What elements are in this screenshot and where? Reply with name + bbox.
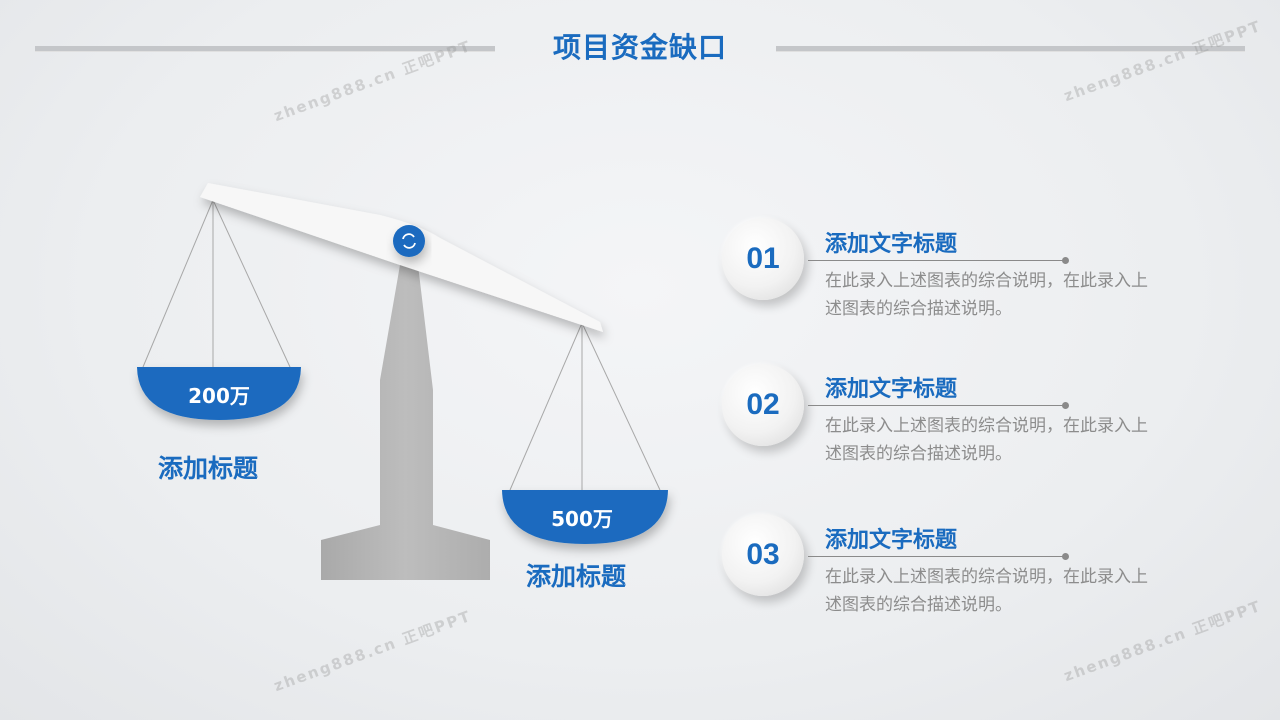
right-pan-label: 添加标题 <box>526 562 627 591</box>
left-pan-value: 200万 <box>188 384 250 408</box>
item-title: 添加文字标题 <box>825 232 958 257</box>
left-pan <box>137 367 301 420</box>
number-badge: 01 <box>722 218 804 300</box>
item-desc: 在此录入上述图表的综合说明，在此录入上述图表的综合描述说明。 <box>825 416 1148 464</box>
title-rule-right <box>776 46 1245 52</box>
item-title: 添加文字标题 <box>825 377 958 402</box>
refresh-icon <box>402 233 416 249</box>
item-desc: 在此录入上述图表的综合说明，在此录入上述图表的综合描述说明。 <box>825 271 1148 319</box>
number-badge: 03 <box>722 514 804 596</box>
right-strings <box>509 322 661 491</box>
divider <box>808 556 1064 557</box>
item-desc: 在此录入上述图表的综合说明，在此录入上述图表的综合描述说明。 <box>825 567 1148 615</box>
divider-dot <box>1062 553 1069 560</box>
divider <box>808 405 1064 406</box>
scale-beam <box>200 183 603 332</box>
left-pan-label: 添加标题 <box>158 454 259 483</box>
divider-dot <box>1062 402 1069 409</box>
item-title: 添加文字标题 <box>825 528 958 553</box>
number-badge: 02 <box>722 364 804 446</box>
right-pan <box>502 490 668 544</box>
page-title: 项目资金缺口 <box>552 31 727 64</box>
right-pan-value: 500万 <box>551 507 613 531</box>
left-strings <box>142 199 291 368</box>
divider-dot <box>1062 257 1069 264</box>
divider <box>808 260 1064 261</box>
scale-stand <box>321 265 490 580</box>
pivot <box>393 225 425 257</box>
title-rule-left <box>35 46 495 52</box>
